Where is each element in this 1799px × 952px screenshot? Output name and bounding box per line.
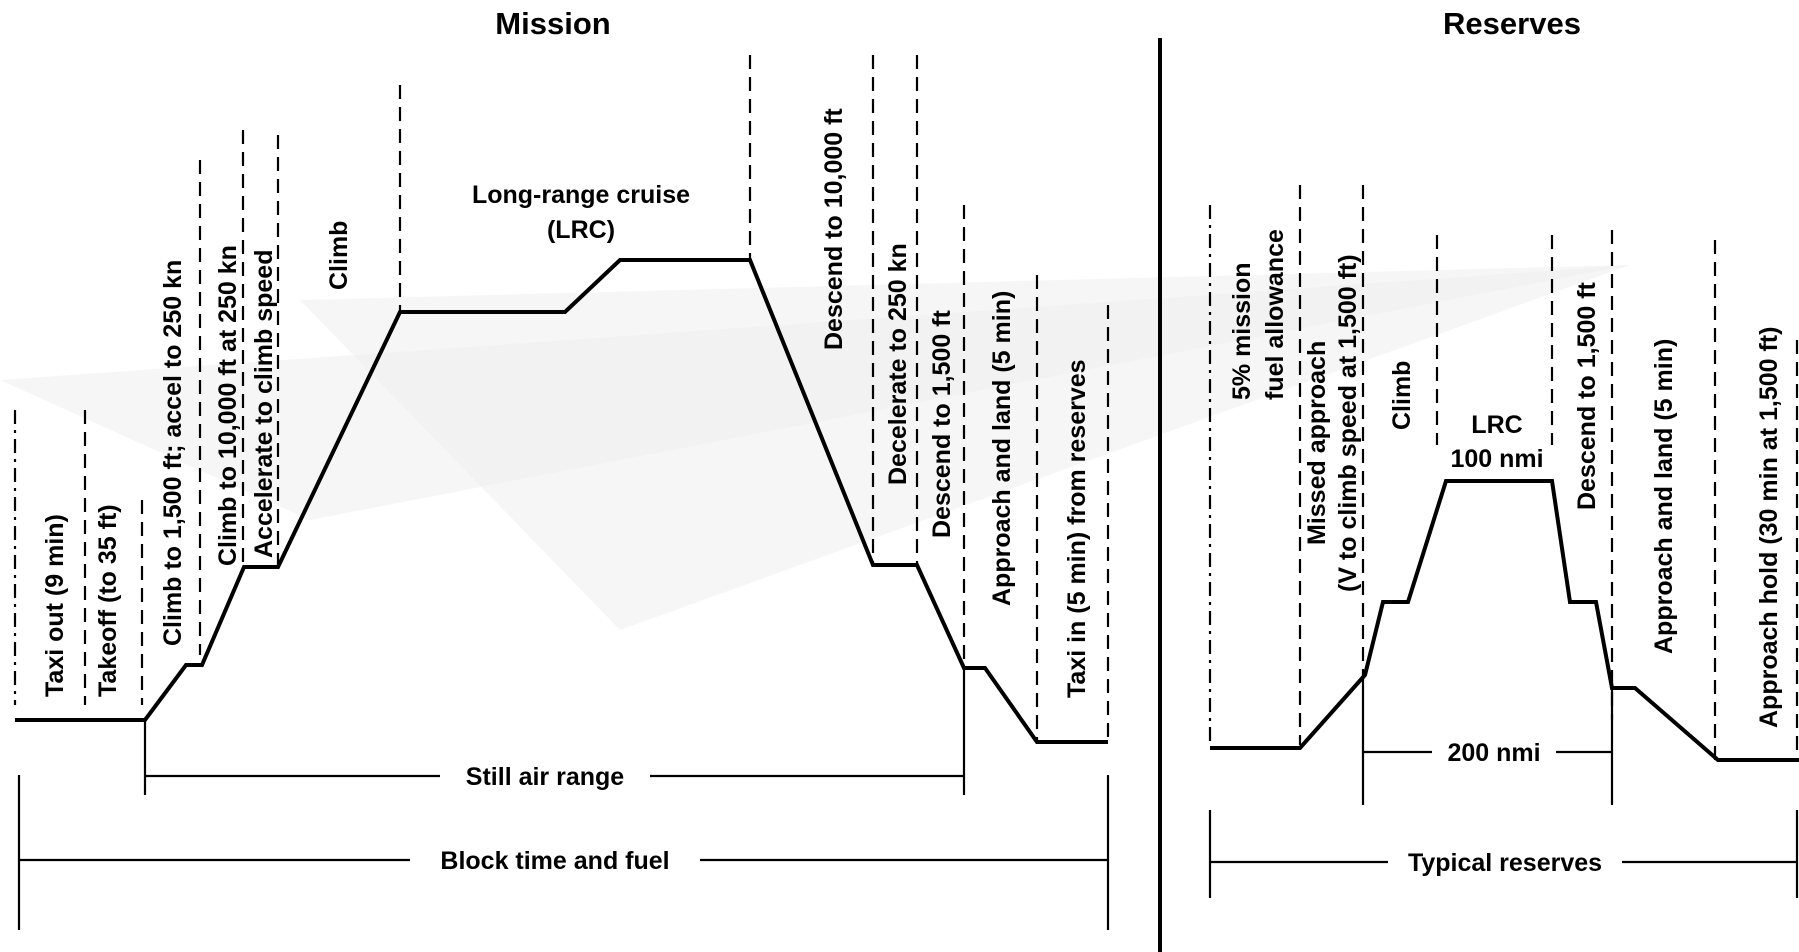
airplane-watermark (0, 265, 1630, 630)
label-lrc: LRC (1471, 411, 1522, 439)
label-approach-hold: Approach hold (30 min at 1,500 ft) (1755, 327, 1783, 728)
label-climb: Climb (1388, 361, 1416, 430)
reserves-altitude-profile (1210, 479, 1799, 762)
reserves-section: 5% mission fuel allowance Missed approac… (1208, 185, 1799, 898)
label-approach-land: Approach and land (5 min) (988, 291, 1016, 606)
label-descend-1500: Descend to 1,500 ft (1573, 281, 1601, 510)
still-air-range-label: Still air range (466, 763, 624, 791)
label-climb-10000: Climb to 10,000 ft at 250 kn (214, 245, 242, 566)
reserves-title: Reserves (1443, 6, 1581, 41)
label-taxi-out: Taxi out (9 min) (41, 514, 69, 697)
label-accelerate: Accelerate to climb speed (250, 250, 278, 558)
label-approach-land: Approach and land (5 min) (1650, 339, 1678, 654)
mission-altitude-profile (15, 258, 1108, 744)
mission-title: Mission (495, 6, 610, 41)
label-missed-approach-line1: Missed approach (1303, 341, 1331, 545)
distance-label: 200 nmi (1447, 739, 1540, 767)
label-lrc-distance: 100 nmi (1450, 445, 1543, 473)
label-fuel-allowance-line2: fuel allowance (1261, 229, 1289, 400)
label-cruise-line1: Long-range cruise (472, 181, 690, 209)
label-climb: Climb (325, 221, 353, 290)
mission-section: Taxi out (9 min) Takeoff (to 35 ft) Clim… (13, 55, 1110, 930)
label-takeoff: Takeoff (to 35 ft) (94, 504, 122, 697)
label-descend-10000: Descend to 10,000 ft (820, 108, 848, 350)
block-time-label: Block time and fuel (440, 847, 669, 875)
typical-reserves-label: Typical reserves (1408, 849, 1602, 877)
label-decelerate: Decelerate to 250 kn (884, 243, 912, 485)
label-missed-approach-line2: (V to climb speed at 1,500 ft) (1334, 254, 1362, 592)
label-fuel-allowance-line1: 5% mission (1228, 262, 1256, 400)
label-climb-1500: Climb to 1,500 ft; accel to 250 kn (159, 260, 187, 646)
label-cruise-line2: (LRC) (547, 216, 615, 244)
label-descend-1500: Descend to 1,500 ft (928, 309, 956, 538)
label-taxi-in: Taxi in (5 min) from reserves (1063, 359, 1091, 698)
